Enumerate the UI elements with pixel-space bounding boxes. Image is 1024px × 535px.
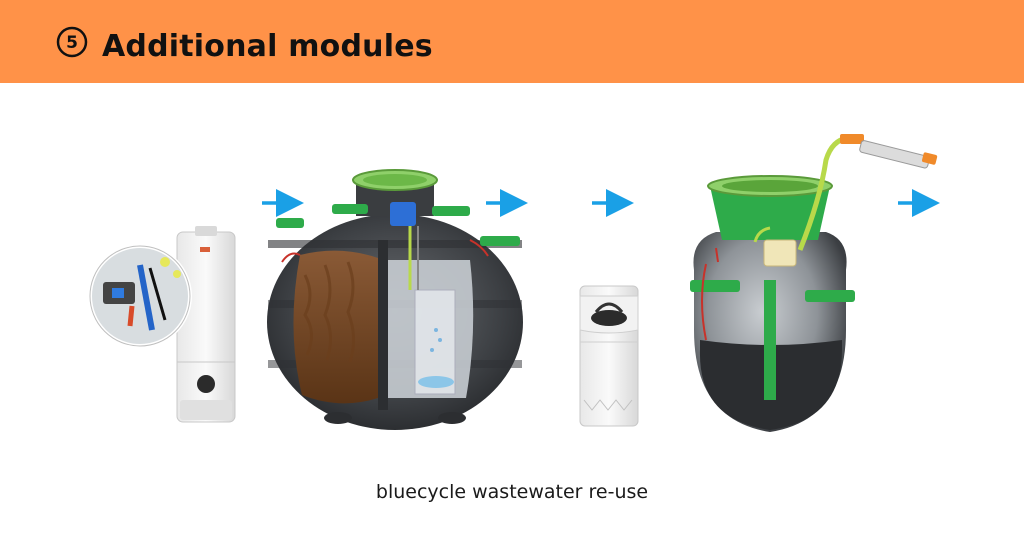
zoom-detail-circle [88, 244, 192, 348]
filter-unit [579, 285, 639, 427]
step-number: 5 [66, 33, 78, 53]
page-title: Additional modules [102, 29, 433, 64]
wastewater-modules-illustration [88, 134, 940, 432]
step-number-icon: 5 [56, 26, 88, 58]
treatment-tank [267, 169, 523, 430]
reuse-tank [690, 134, 938, 432]
caption: bluecycle wastewater re-use [375, 481, 649, 503]
lifting-station [176, 226, 236, 423]
header-bar: 5 Additional modules [0, 0, 1024, 83]
sprinkler-icon [840, 134, 938, 169]
